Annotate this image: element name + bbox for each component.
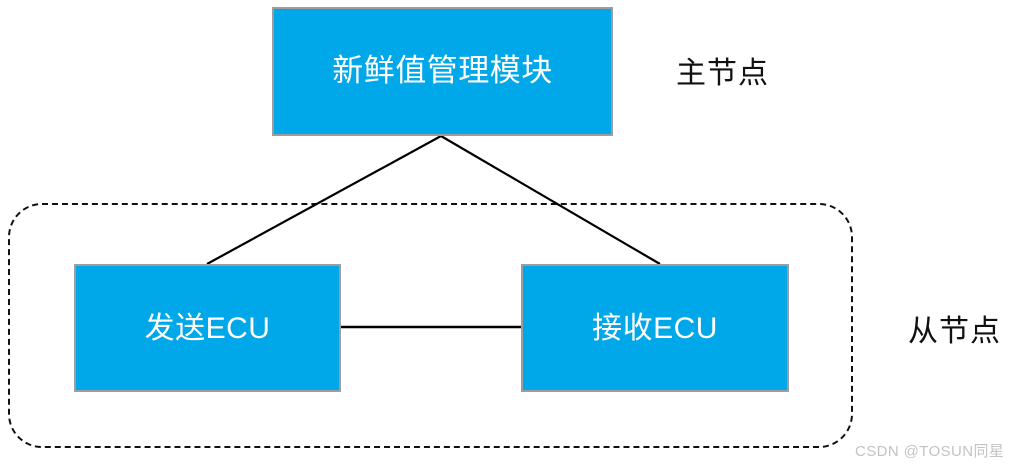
node-fresh-value-manager-label: 新鲜值管理模块 xyxy=(332,53,553,89)
node-sending-ecu-label: 发送ECU xyxy=(144,311,271,345)
watermark-text: CSDN @TOSUN同星 xyxy=(855,443,1005,460)
node-receiving-ecu[interactable]: 接收ECU xyxy=(521,264,789,392)
node-receiving-ecu-label: 接收ECU xyxy=(592,311,718,345)
node-fresh-value-manager[interactable]: 新鲜值管理模块 xyxy=(272,7,613,136)
master-node-label: 主节点 xyxy=(676,57,769,90)
node-sending-ecu[interactable]: 发送ECU xyxy=(74,264,341,392)
slave-node-label: 从节点 xyxy=(908,315,1001,348)
